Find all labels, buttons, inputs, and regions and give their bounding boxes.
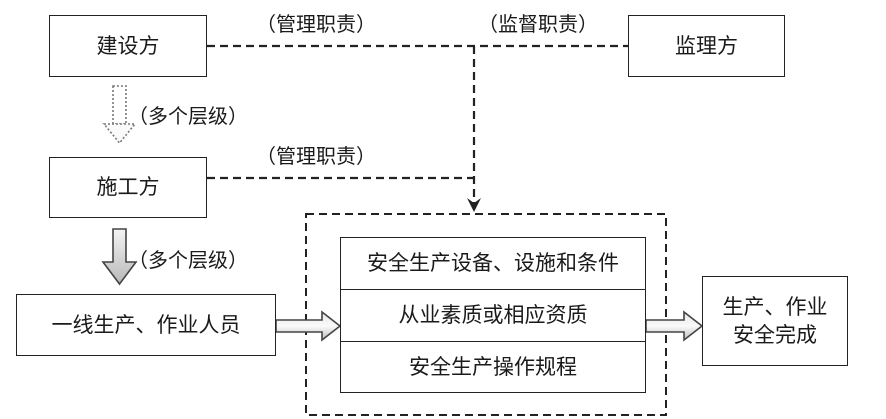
condition-qualification-label: 从业素质或相应资质 <box>398 303 588 328</box>
condition-procedures-label: 安全生产操作规程 <box>409 354 577 379</box>
supervisor-label: 监理方 <box>675 33 738 58</box>
condition-row-qualification: 从业素质或相应资质 <box>341 290 645 342</box>
workers-box: 一线生产、作业人员 <box>16 294 276 356</box>
owner-duty-label: （管理职责） <box>256 12 376 36</box>
contractor-duty-label: （管理职责） <box>256 144 376 168</box>
conditions-dashed-frame <box>305 213 667 416</box>
owner-box: 建设方 <box>49 15 207 77</box>
conditions-box: 安全生产设备、设施和条件 从业素质或相应资质 安全生产操作规程 <box>340 237 646 393</box>
supervisor-duty-label: （监督职责） <box>478 12 598 36</box>
condition-row-equipment: 安全生产设备、设施和条件 <box>341 238 645 290</box>
duty-arrowhead <box>467 198 481 212</box>
contractor-box: 施工方 <box>49 157 207 218</box>
levels-dotted-arrow <box>102 85 137 145</box>
contractor-label: 施工方 <box>96 175 160 200</box>
owner-label: 建设方 <box>96 33 160 58</box>
workers-to-conditions-arrow <box>275 310 342 342</box>
levels-label-upper: （多个层级） <box>128 104 248 128</box>
levels-hollow-arrow <box>101 228 138 286</box>
workers-label: 一线生产、作业人员 <box>51 312 241 337</box>
outcome-label-line2: 安全完成 <box>733 323 817 347</box>
conditions-to-outcome-arrow <box>645 310 704 342</box>
levels-label-lower: （多个层级） <box>128 248 248 272</box>
condition-equipment-label: 安全生产设备、设施和条件 <box>367 251 619 276</box>
outcome-box: 生产、作业 安全完成 <box>702 276 848 366</box>
condition-row-procedures: 安全生产操作规程 <box>341 342 645 392</box>
supervisor-box: 监理方 <box>628 15 785 77</box>
outcome-label-line1: 生产、作业 <box>722 294 828 319</box>
